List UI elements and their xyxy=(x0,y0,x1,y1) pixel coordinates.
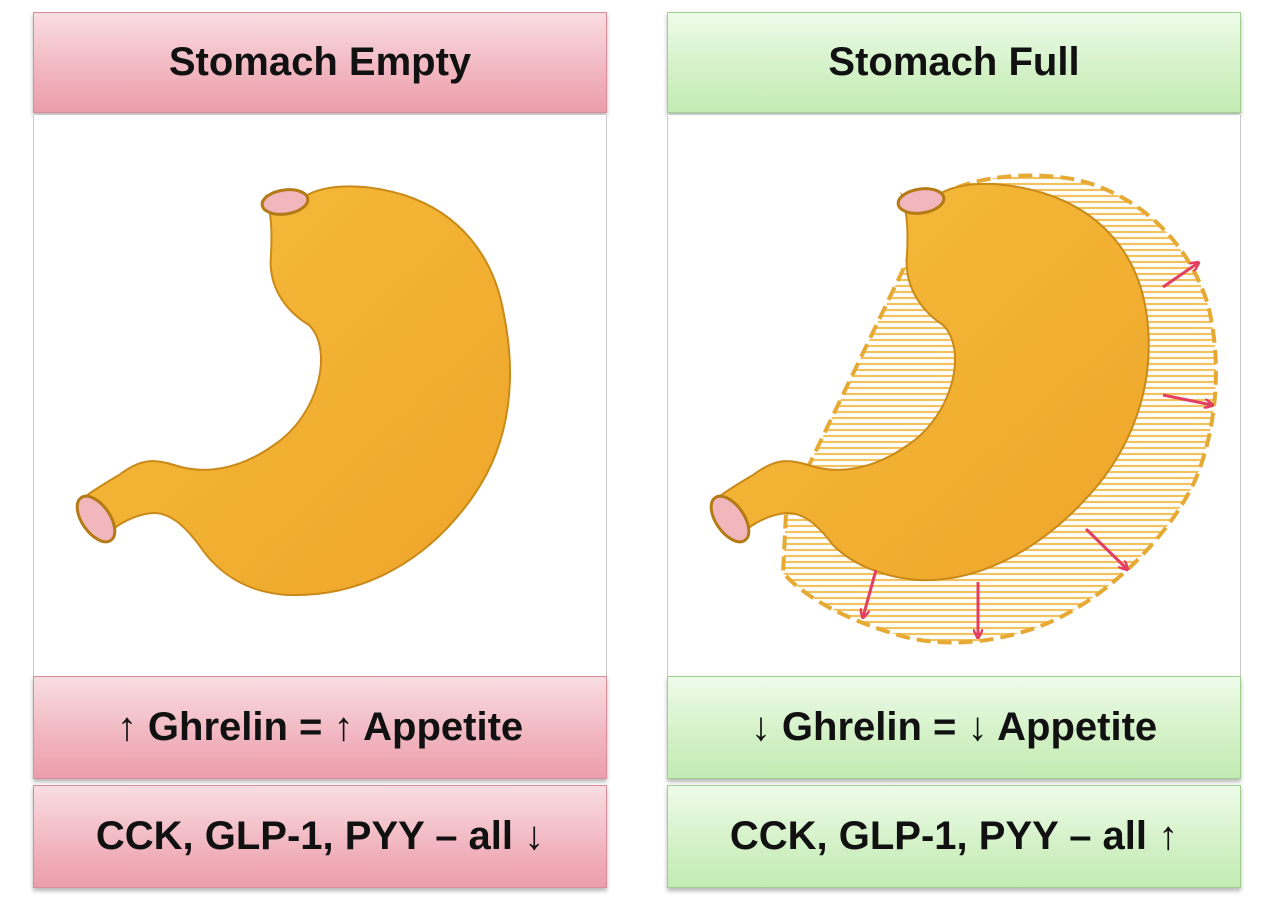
expansion-arrow-icon xyxy=(1084,527,1127,569)
empty-stomach-illustration xyxy=(75,185,511,597)
satiety-hormones-label: CCK, GLP-1, PYY – all ↑ xyxy=(667,785,1241,888)
panel-title: Stomach Full xyxy=(667,12,1241,113)
ghrelin-appetite-label: ↓ Ghrelin = ↓ Appetite xyxy=(667,676,1241,779)
stomach-shape xyxy=(79,185,511,597)
esophagus-opening xyxy=(260,188,310,216)
expansion-arrow-icon xyxy=(1162,393,1212,405)
panel-stomach-empty: Stomach Empty ↑ Ghrelin = ↑ Appetite CCK… xyxy=(33,12,607,888)
illustration-frame xyxy=(33,115,607,677)
satiety-hormones-label: CCK, GLP-1, PYY – all ↓ xyxy=(33,785,607,888)
duodenum-opening xyxy=(75,494,117,544)
panel-stomach-full: Stomach Full xyxy=(667,12,1241,888)
duodenum-opening xyxy=(709,494,751,544)
ghrelin-appetite-label: ↑ Ghrelin = ↑ Appetite xyxy=(33,676,607,779)
stomach-shape xyxy=(713,182,1150,582)
panel-title: Stomach Empty xyxy=(33,12,607,113)
full-stomach-illustration xyxy=(709,173,1218,645)
illustration-frame xyxy=(667,115,1241,677)
esophagus-opening xyxy=(896,187,946,215)
expansion-arrow-icon xyxy=(863,569,878,617)
expansion-arrow-icon xyxy=(1162,263,1198,289)
